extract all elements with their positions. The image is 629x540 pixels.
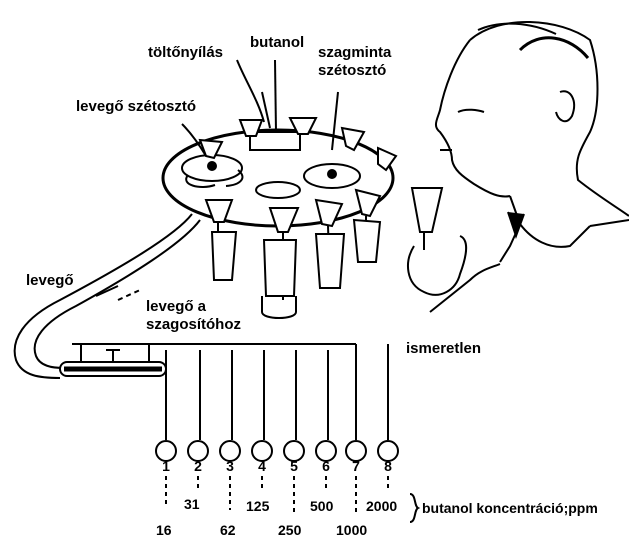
- person-figure: [408, 22, 629, 312]
- label-unknown: ismeretlen: [406, 340, 481, 357]
- label-sample-distributor-2: szétosztó: [318, 62, 386, 79]
- label-air-to-odorizer-2: szagosítóhoz: [146, 316, 241, 333]
- concentration-1000: 1000: [336, 522, 367, 538]
- port-number-4: 4: [252, 458, 272, 474]
- label-sample-distributor-1: szagminta: [318, 44, 391, 61]
- concentration-brace: [410, 494, 418, 522]
- port-number-7: 7: [346, 458, 366, 474]
- concentration-2000: 2000: [366, 498, 397, 514]
- port-number-1: 1: [156, 458, 176, 474]
- label-filling-port: töltőnyílás: [148, 44, 223, 61]
- port-number-3: 3: [220, 458, 240, 474]
- port-number-2: 2: [188, 458, 208, 474]
- label-air-distributor: levegő szétosztó: [76, 98, 196, 115]
- port-number-6: 6: [316, 458, 336, 474]
- label-butanol: butanol: [250, 34, 304, 51]
- concentration-250: 250: [278, 522, 301, 538]
- concentration-125: 125: [246, 498, 269, 514]
- concentration-62: 62: [220, 522, 236, 538]
- concentration-500: 500: [310, 498, 333, 514]
- concentration-16: 16: [156, 522, 172, 538]
- port-number-5: 5: [284, 458, 304, 474]
- concentration-31: 31: [184, 496, 200, 512]
- port-number-8: 8: [378, 458, 398, 474]
- label-air: levegő: [26, 272, 74, 289]
- concentration-caption: butanol koncentráció;ppm: [422, 500, 598, 516]
- label-air-to-odorizer-1: levegő a: [146, 298, 206, 315]
